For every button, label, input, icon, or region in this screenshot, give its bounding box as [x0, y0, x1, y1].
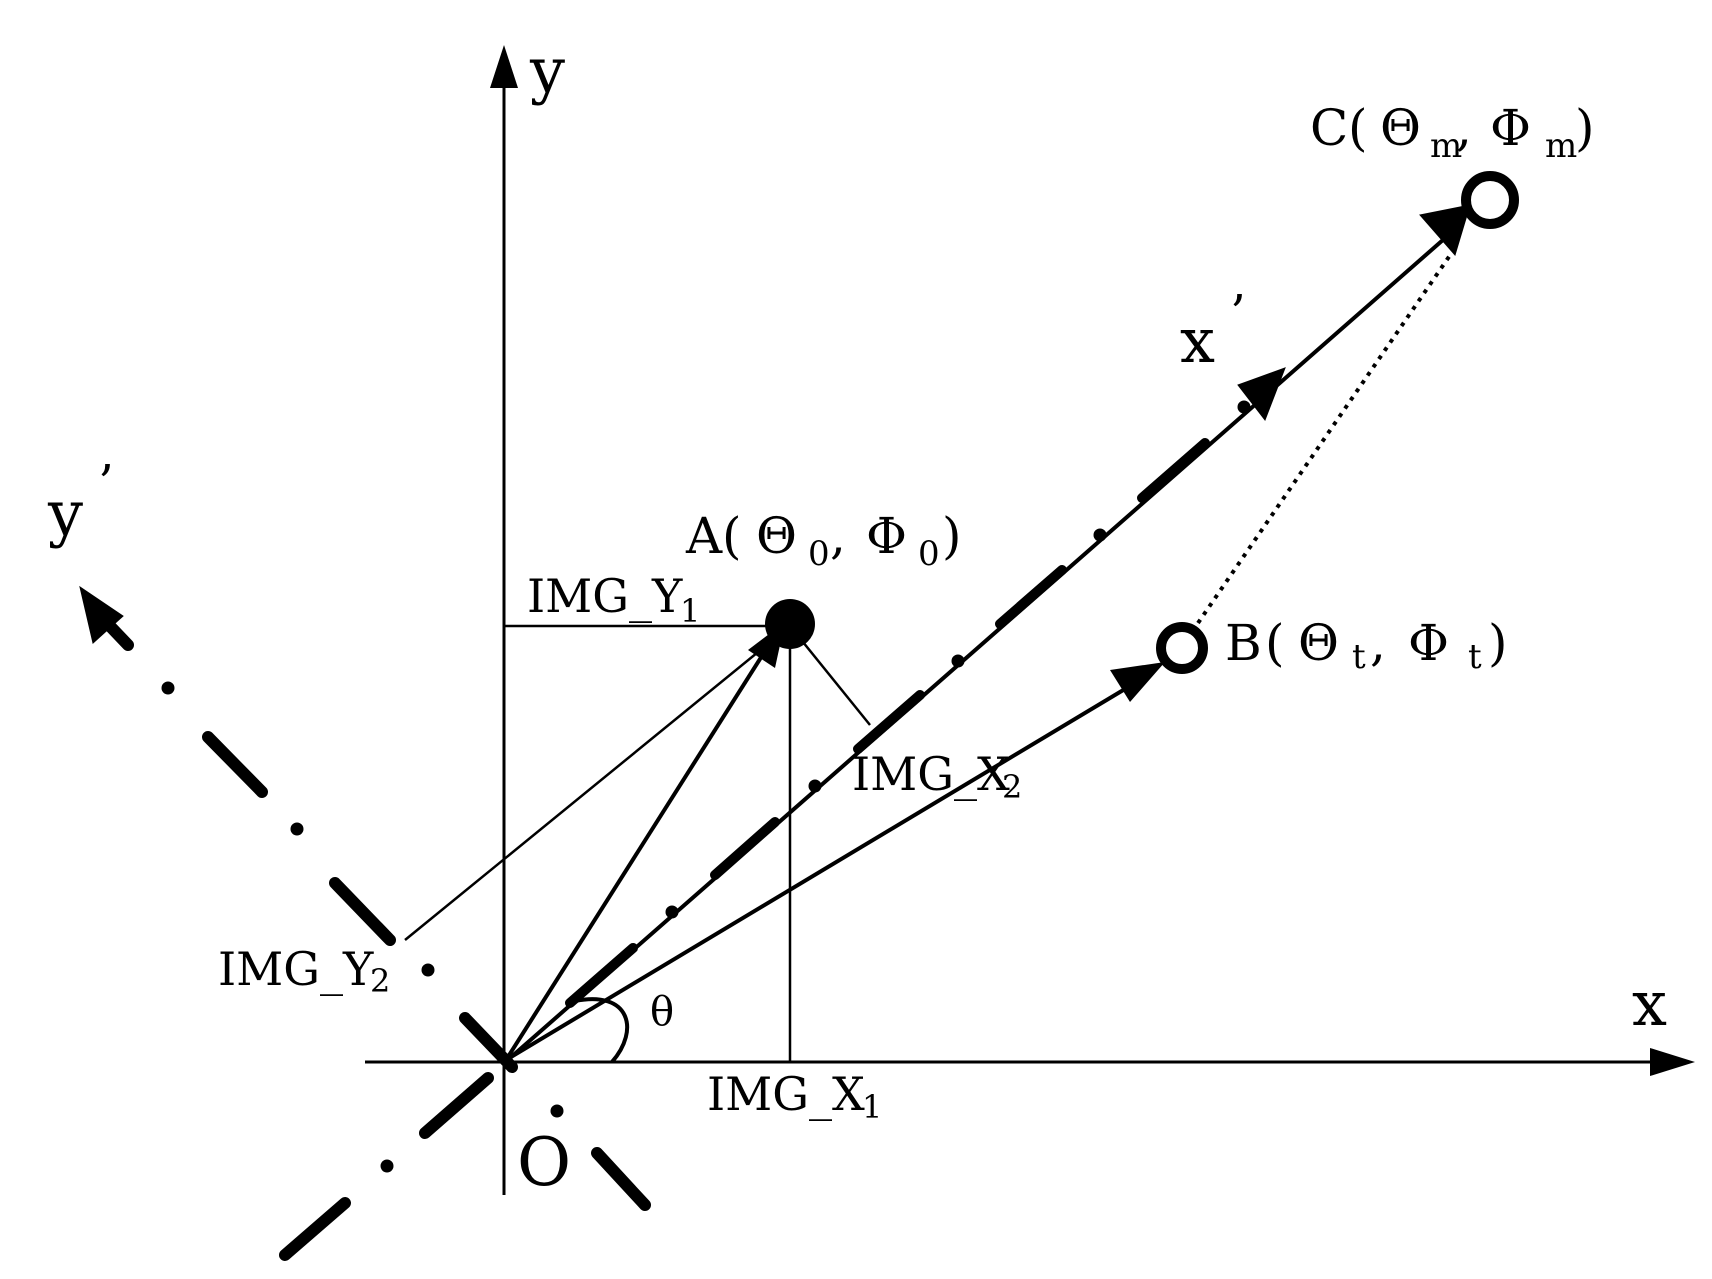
theta-label: θ: [650, 989, 674, 1035]
svg-text:,: ,: [1370, 614, 1386, 672]
x-axis: [365, 1048, 1695, 1076]
svg-text:): ): [1488, 614, 1508, 672]
vector-oa: [504, 622, 785, 1062]
y-prime-label: y ’: [47, 454, 114, 550]
svg-text:Θ: Θ: [1380, 99, 1421, 157]
y-axis: [490, 45, 518, 1195]
point-a-icon: [765, 599, 815, 649]
svg-text:IMG_Y: IMG_Y: [527, 569, 683, 623]
svg-text:(: (: [1348, 99, 1368, 157]
c-arrow-icon: [1419, 204, 1471, 257]
svg-text:(: (: [1265, 614, 1285, 672]
svg-text:1: 1: [680, 592, 700, 630]
svg-text:,: ,: [830, 507, 846, 565]
x-prime-axis: [508, 204, 1471, 1060]
svg-text:C: C: [1310, 99, 1348, 157]
svg-text:IMG_Y: IMG_Y: [218, 942, 374, 996]
img-y1-label: IMG_Y 1: [527, 569, 700, 630]
theta-arc: [574, 997, 630, 1064]
y-prime-axis: [79, 585, 651, 1261]
point-c-icon: [1461, 171, 1519, 229]
svg-text:2: 2: [370, 962, 390, 1000]
svg-text:Φ: Φ: [866, 507, 907, 565]
x-prime-label: x ’: [1180, 284, 1246, 377]
img-x2-label: IMG_X 2: [852, 747, 1022, 806]
svg-text:IMG_X: IMG_X: [707, 1067, 865, 1121]
svg-text:x: x: [1180, 304, 1215, 377]
svg-text:0: 0: [918, 534, 940, 574]
svg-text:B: B: [1225, 614, 1262, 672]
img-y2-label: IMG_Y 2: [218, 942, 390, 1000]
svg-text:’: ’: [98, 454, 114, 512]
point-b-label: B ( Θ t , Φ t ): [1225, 614, 1508, 677]
origin-label: O: [517, 1124, 571, 1201]
svg-text:y: y: [47, 477, 83, 550]
x-prime-arrow-icon: [1237, 367, 1286, 422]
svg-text:A: A: [685, 507, 723, 565]
svg-text:,: ,: [1456, 99, 1472, 157]
svg-text:IMG_X: IMG_X: [852, 747, 1010, 801]
svg-text:): ): [1575, 99, 1595, 157]
svg-text:1: 1: [862, 1088, 882, 1126]
y-axis-label: y: [529, 34, 565, 107]
svg-text:(: (: [722, 507, 742, 565]
y-axis-arrow-icon: [490, 45, 518, 88]
svg-text:t: t: [1468, 637, 1482, 677]
svg-text:m: m: [1545, 126, 1577, 166]
img-x1-label: IMG_X 1: [707, 1067, 882, 1126]
svg-text:Θ: Θ: [756, 507, 797, 565]
y-prime-arrow-icon: [79, 585, 124, 644]
svg-text:m: m: [1430, 126, 1462, 166]
svg-text:2: 2: [1002, 768, 1022, 806]
svg-text:Φ: Φ: [1408, 614, 1449, 672]
vector-ob: [504, 662, 1165, 1062]
point-b-icon: [1156, 622, 1208, 674]
point-a-label: A ( Θ 0 , Φ 0 ): [685, 507, 962, 574]
point-c-label: C ( Θ m , Φ m ): [1310, 99, 1595, 166]
projection-lines: [404, 624, 871, 1062]
svg-text:Θ: Θ: [1298, 614, 1339, 672]
svg-text:t: t: [1352, 637, 1366, 677]
x-axis-arrow-icon: [1650, 1048, 1695, 1076]
svg-text:’: ’: [1230, 284, 1246, 342]
svg-text:Φ: Φ: [1490, 99, 1531, 157]
svg-text:0: 0: [808, 534, 830, 574]
svg-text:): ): [942, 507, 962, 565]
x-axis-label: x: [1632, 967, 1667, 1040]
